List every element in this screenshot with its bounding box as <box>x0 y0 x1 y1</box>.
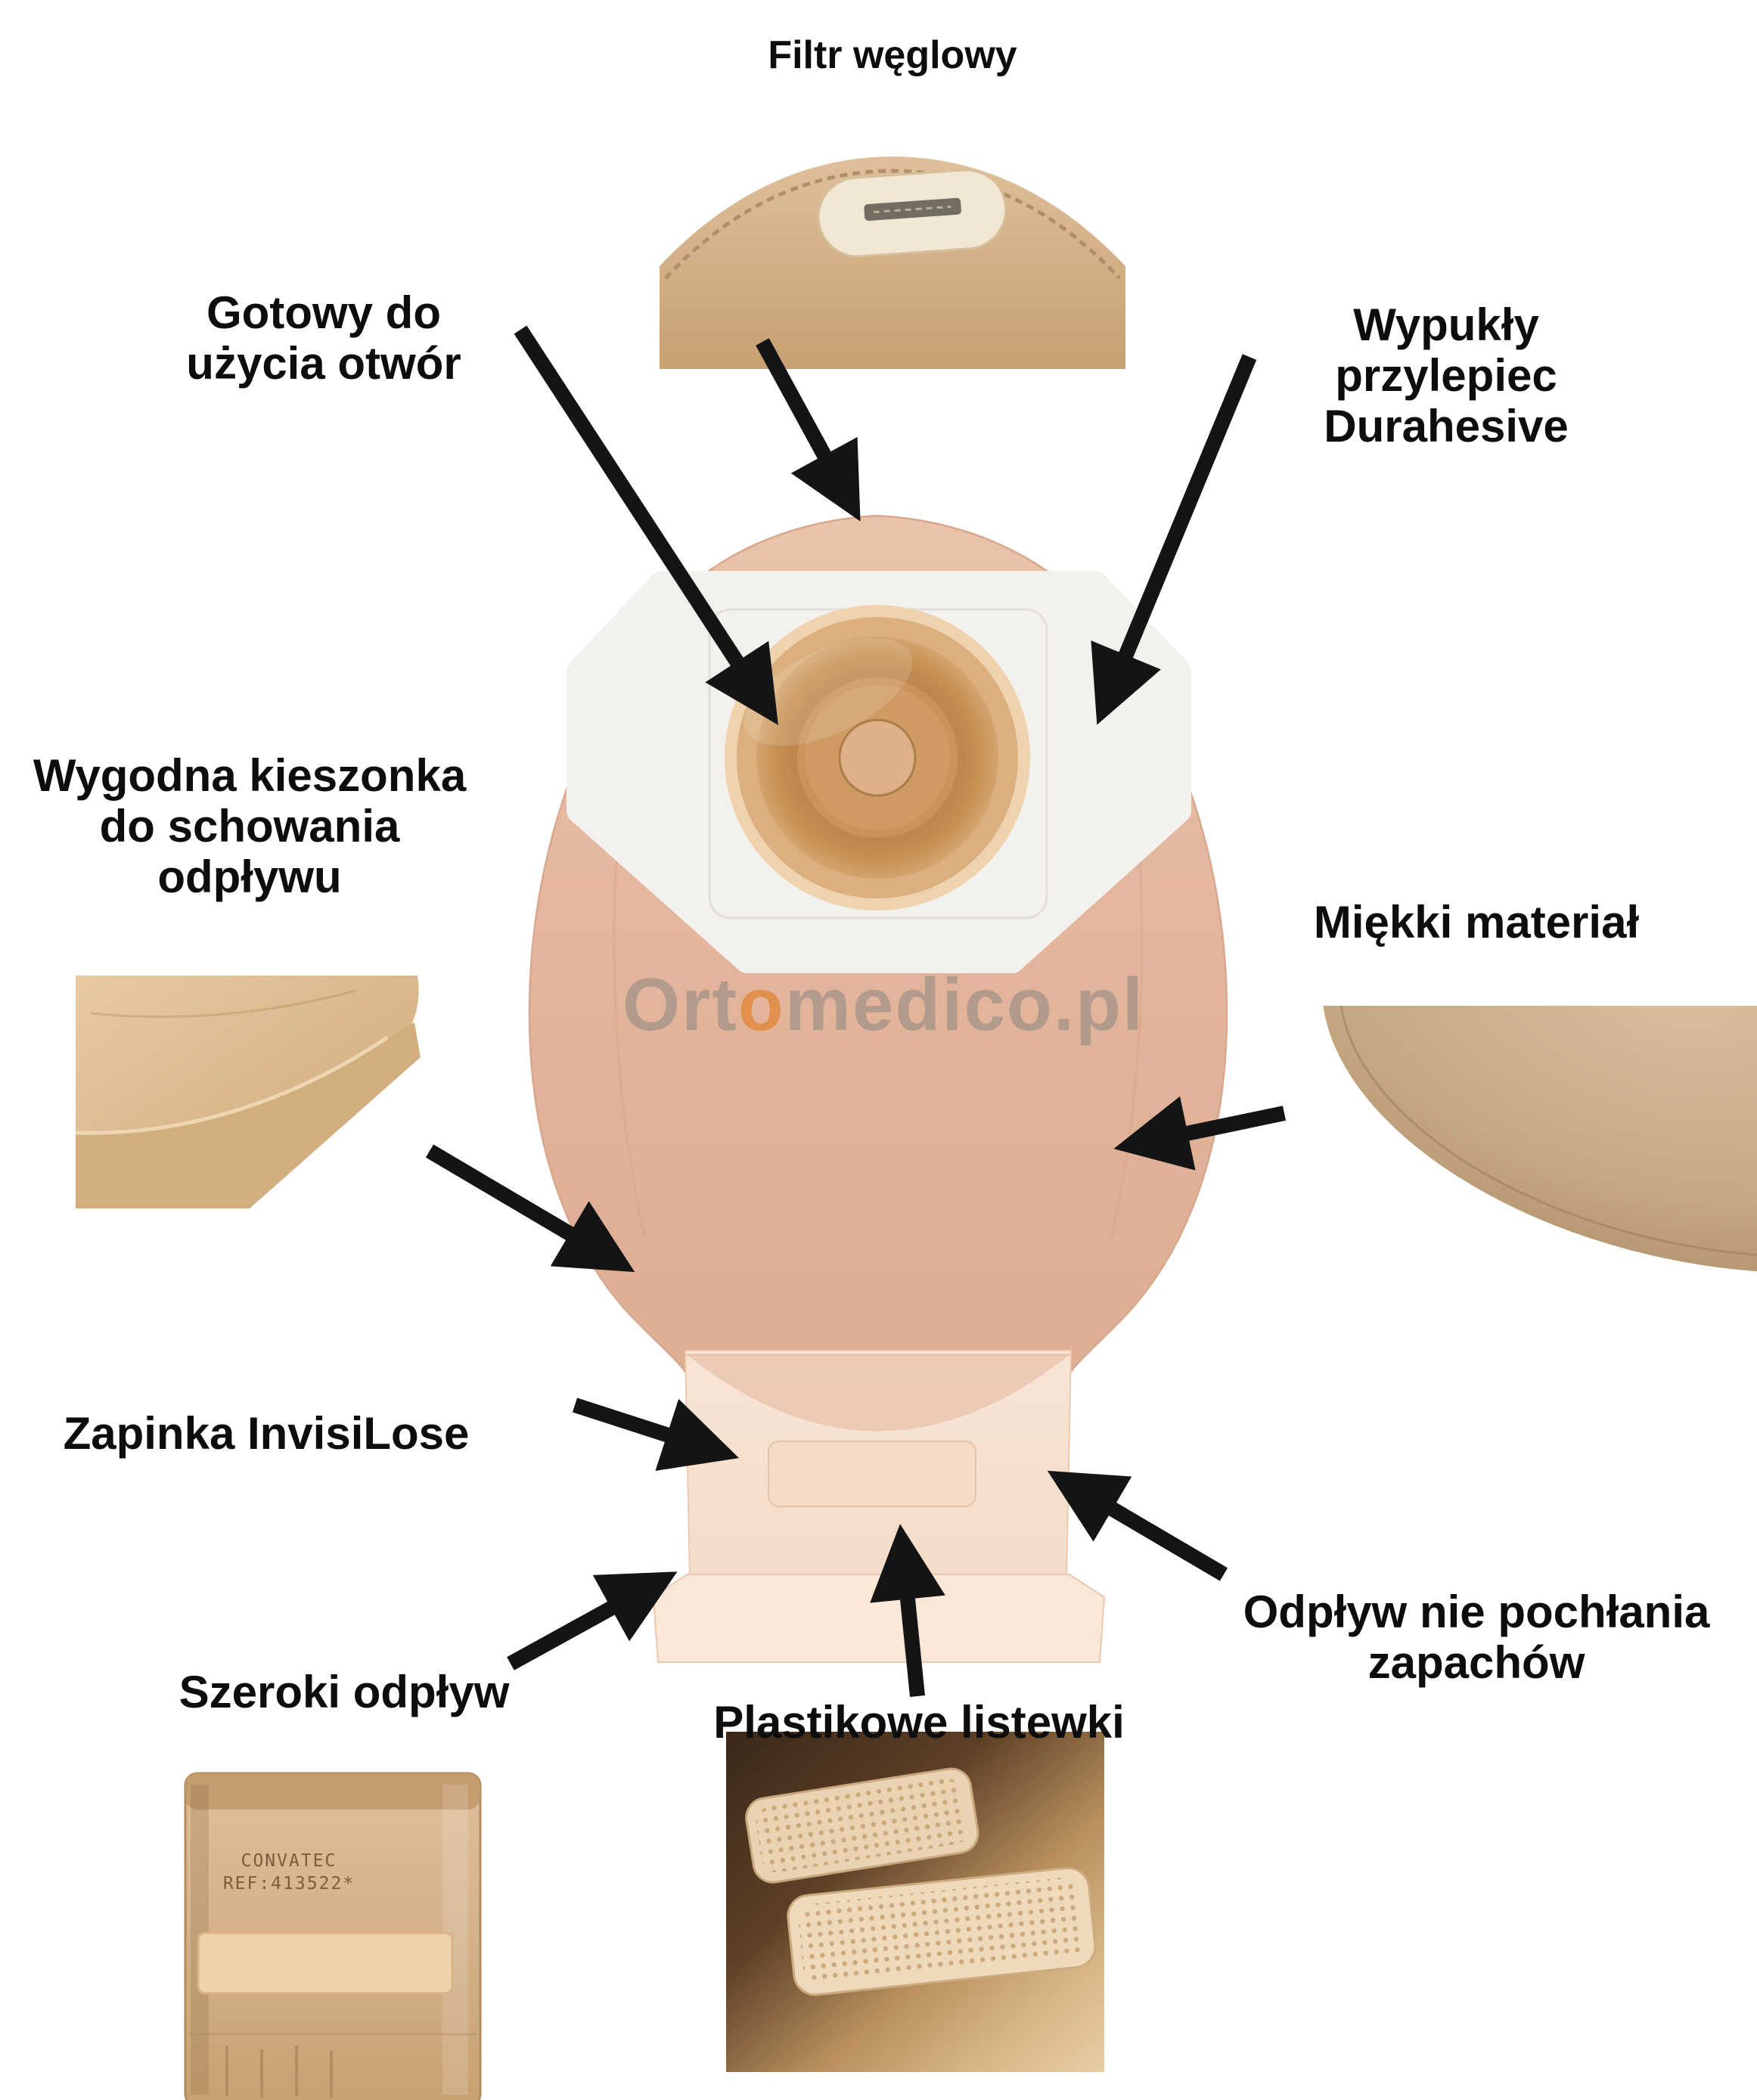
arrow-soft-material <box>1113 1096 1287 1171</box>
label-line: do schowania <box>99 801 400 852</box>
pouch-convex-disc <box>725 605 1030 910</box>
label-line: Odpływ nie pochłania <box>1243 1587 1710 1637</box>
label-line: przylepiec <box>1335 350 1557 402</box>
annotation-arrows <box>425 325 1287 1698</box>
label-line: odpływu <box>157 851 342 903</box>
label-line: użycia otwór <box>186 338 461 389</box>
label-wide-outlet: Szeroki odpływ <box>178 1667 510 1717</box>
arrow-odor-outlet <box>1047 1470 1228 1581</box>
photo-soft-material-closeup <box>1321 1006 1757 1273</box>
label-ready-opening: Gotowy do użycia otwór <box>186 287 461 389</box>
embossed-ref: REF:413522* <box>223 1874 355 1894</box>
arrow-convex-adhesive <box>1091 354 1257 725</box>
photo-outlet-closeup: CONVATEC REF:413522* <box>184 1772 482 2100</box>
embossed-brand: CONVATEC <box>241 1851 337 1871</box>
label-odor-proof-outlet: Odpływ nie pochłania zapachów <box>1243 1587 1710 1688</box>
arrow-carbon-filter <box>756 338 861 522</box>
label-line: zapachów <box>1367 1637 1585 1689</box>
photo-pocket-closeup <box>75 976 421 1208</box>
pouch-outlet-lip <box>652 1574 1106 1663</box>
filter-window <box>817 169 1007 258</box>
label-line: Wypukły <box>1353 299 1539 350</box>
photo-plastic-strips-closeup <box>726 1732 1104 2072</box>
label-pocket: Wygodna kieszonka do schowania odpływu <box>33 750 466 903</box>
arrow-pocket <box>425 1144 635 1273</box>
label-plastic-strips: Plastikowe listewki <box>713 1697 1125 1748</box>
photo-main-pouch <box>528 514 1228 1663</box>
pouch-stoma-opening <box>838 718 917 797</box>
label-carbon-filter: Filtr węglowy <box>768 33 1017 77</box>
label-line: Gotowy do <box>206 287 441 338</box>
label-line: Wygodna kieszonka <box>33 750 467 801</box>
arrow-wide-outlet <box>507 1571 678 1670</box>
label-invisilose-clasp: Zapinka InvisiLose <box>63 1408 470 1459</box>
photo-filter-closeup <box>660 157 1125 369</box>
pouch-fastener-patch <box>768 1441 976 1507</box>
arrow-clasp <box>572 1397 740 1471</box>
watermark: Ortomedico.pl <box>622 963 1144 1046</box>
label-line: Durahesive <box>1324 401 1569 452</box>
arrow-plastic-strips <box>870 1524 945 1698</box>
label-convex-adhesive: Wypukły przylepiec Durahesive <box>1324 299 1569 452</box>
label-soft-material: Miękki materiał <box>1313 897 1640 948</box>
arrow-ready-opening <box>514 325 778 725</box>
